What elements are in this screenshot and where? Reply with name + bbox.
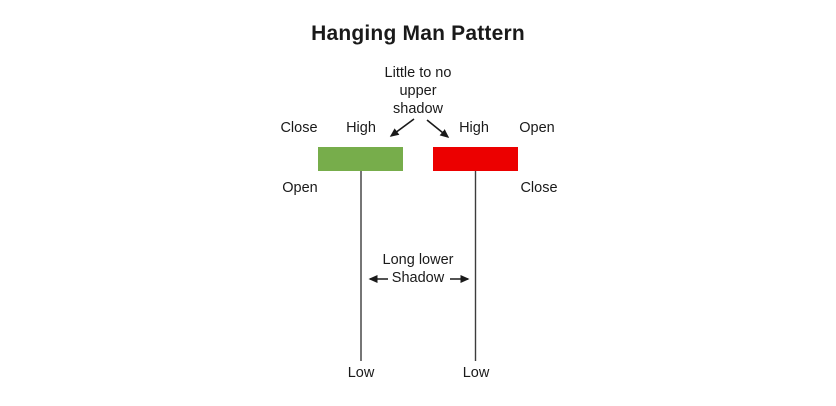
diagram-title: Hanging Man Pattern <box>311 22 525 45</box>
upper-shadow-arrow-right-icon <box>426 119 450 138</box>
lower-shadow-annotation: Long lower Shadow <box>0 251 836 287</box>
red-candle-low-label: Low <box>462 365 490 381</box>
upper-shadow-annotation-line2: upper <box>399 83 437 99</box>
upper-shadow-annotation: Little to no upper shadow <box>0 64 836 118</box>
red-candle-body <box>433 147 518 171</box>
green-candle-open-label: Open <box>282 180 318 196</box>
green-candle-low-label: Low <box>347 365 375 381</box>
upper-shadow-annotation-line1: Little to no <box>384 65 452 81</box>
lower-shadow-annotation-line2: Shadow <box>391 270 445 286</box>
red-candle-close-label: Close <box>520 180 558 196</box>
red-candle-open-label: Open <box>519 120 555 136</box>
upper-shadow-annotation-line3: shadow <box>393 101 443 117</box>
upper-shadow-arrow-left-icon <box>389 118 415 137</box>
green-candle-body <box>318 147 403 171</box>
lower-shadow-annotation-line1: Long lower <box>382 252 454 268</box>
green-candle-close-label: Close <box>280 120 318 136</box>
green-candle-high-label: High <box>346 120 376 136</box>
red-candle-high-label: High <box>459 120 489 136</box>
